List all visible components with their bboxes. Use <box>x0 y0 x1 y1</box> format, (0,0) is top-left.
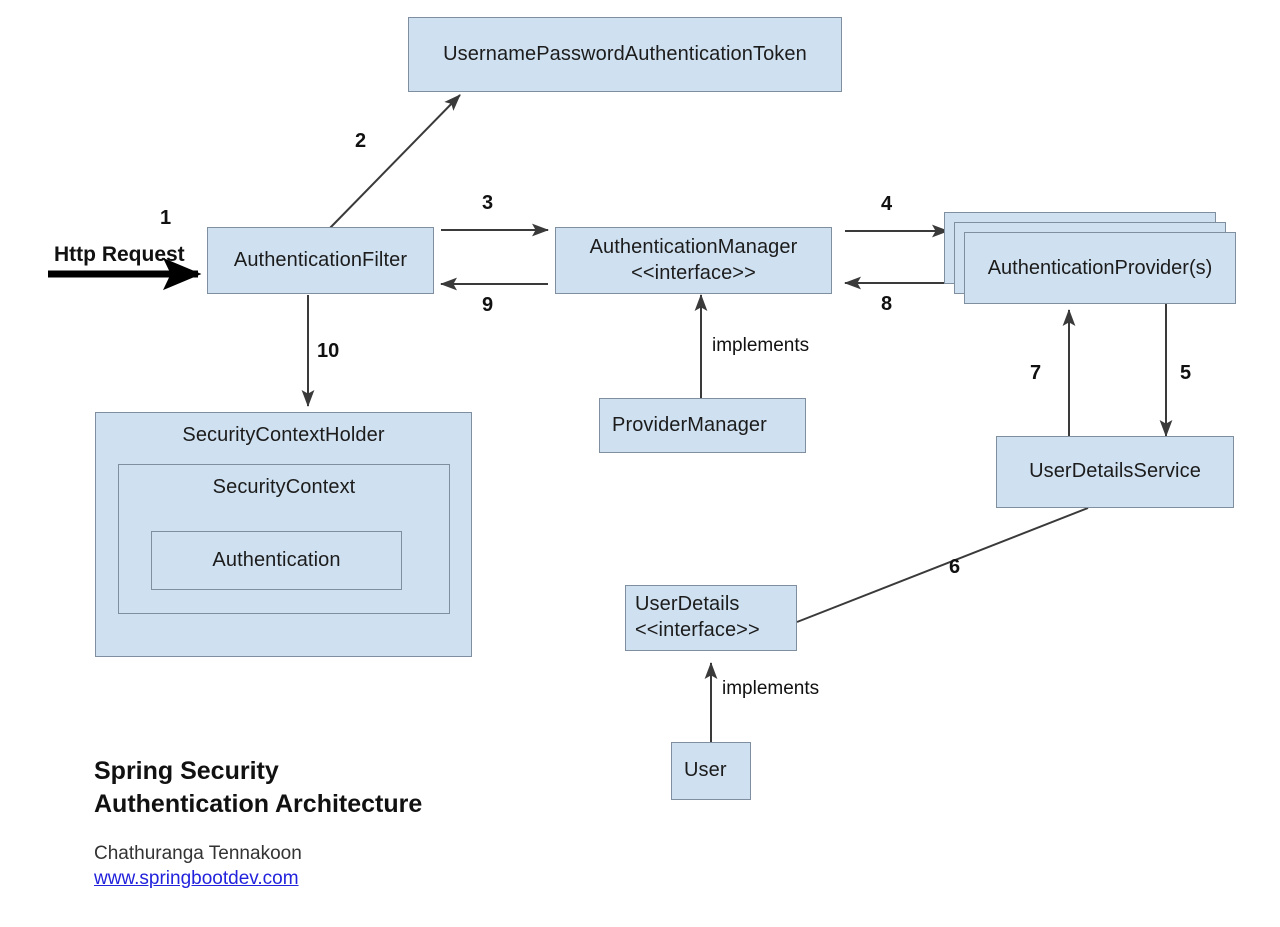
label-step-1: 1 <box>160 207 172 229</box>
node-user-details[interactable]: UserDetails <<interface>> <box>625 585 797 651</box>
node-authentication-filter[interactable]: AuthenticationFilter <box>207 227 434 294</box>
connector-6-userdetailsservice-to-userdetails <box>796 507 1089 623</box>
label-step-4: 4 <box>881 193 893 215</box>
node-user[interactable]: User <box>671 742 751 800</box>
label-step-7: 7 <box>1030 362 1042 384</box>
label-step-5: 5 <box>1180 362 1192 384</box>
node-authentication-label: Authentication <box>212 548 341 571</box>
node-provider-manager[interactable]: ProviderManager <box>599 398 806 453</box>
provider-sheet-front[interactable]: AuthenticationProvider(s) <box>964 232 1236 304</box>
node-authentication[interactable]: Authentication <box>151 531 402 590</box>
node-username-password-authentication-token[interactable]: UsernamePasswordAuthenticationToken <box>408 17 842 92</box>
node-authentication-provider-stack[interactable]: AuthenticationProvider(s) <box>944 212 1236 304</box>
label-step-10: 10 <box>317 340 340 362</box>
credit-website-link[interactable]: www.springbootdev.com <box>94 868 299 889</box>
node-security-context-holder-label: SecurityContextHolder <box>182 424 385 446</box>
label-step-9: 9 <box>482 294 494 316</box>
credit-author: Chathuranga Tennakoon <box>94 843 302 864</box>
label-implements-user: implements <box>722 678 820 699</box>
node-authentication-provider-label: AuthenticationProvider(s) <box>987 256 1213 279</box>
connector-2-filter-to-token <box>329 94 461 229</box>
label-step-8: 8 <box>881 293 893 315</box>
label-step-6: 6 <box>949 556 961 578</box>
node-security-context-label: SecurityContext <box>212 476 356 498</box>
label-step-3: 3 <box>482 192 494 214</box>
label-http-request: Http Request <box>54 243 185 266</box>
node-authentication-manager[interactable]: AuthenticationManager <<interface>> <box>555 227 832 294</box>
node-user-details-service[interactable]: UserDetailsService <box>996 436 1234 508</box>
label-implements-provider-manager: implements <box>712 335 810 356</box>
credit-heading: Spring Security Authentication Architect… <box>94 757 423 818</box>
label-step-2: 2 <box>355 130 367 152</box>
